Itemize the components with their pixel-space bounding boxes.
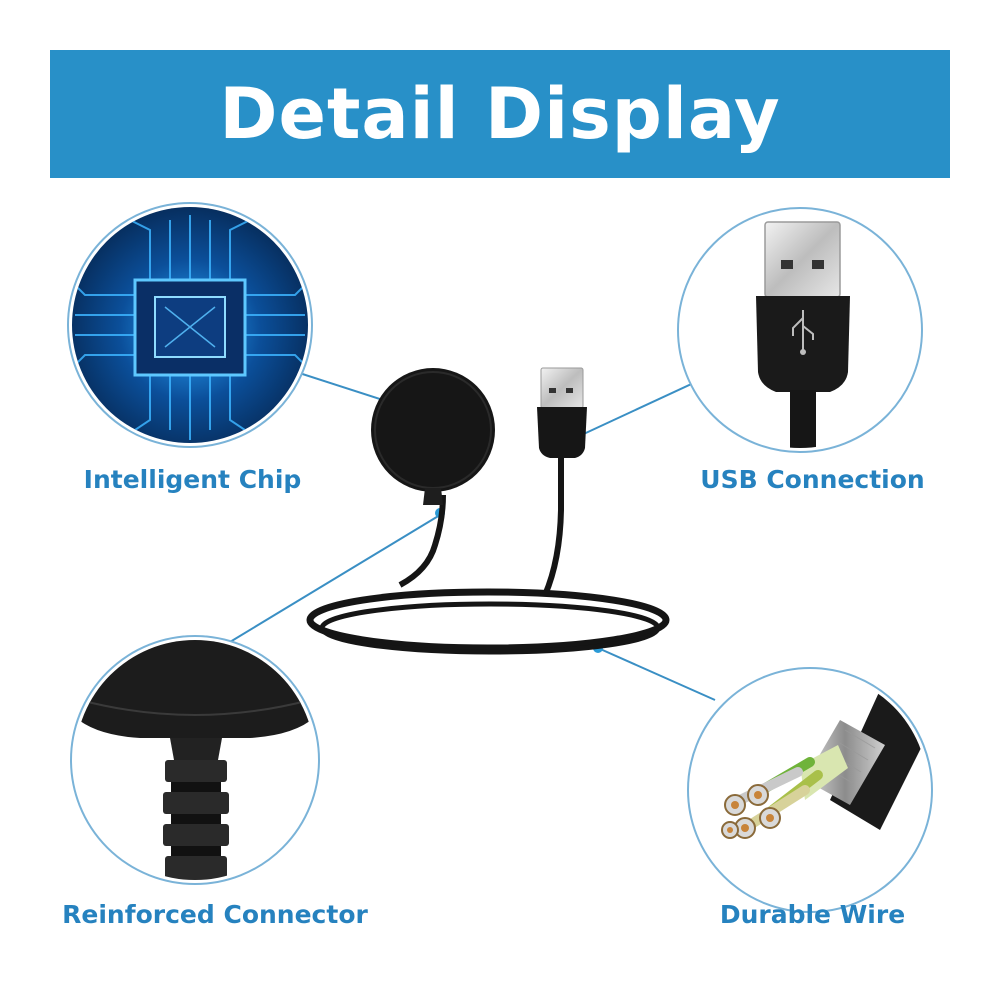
usb-plug-icon bbox=[677, 207, 923, 453]
page-title: Detail Display bbox=[219, 73, 781, 155]
label-usb-connection: USB Connection bbox=[700, 465, 925, 494]
charging-puck bbox=[371, 368, 495, 492]
cable-coil bbox=[306, 588, 670, 652]
header-banner: Detail Display bbox=[50, 50, 950, 178]
callout-line-wire bbox=[597, 647, 716, 701]
label-reinforced-connector: Reinforced Connector bbox=[62, 900, 368, 929]
circuit-chip-icon bbox=[67, 202, 313, 448]
label-intelligent-chip: Intelligent Chip bbox=[83, 465, 302, 494]
usb-plug-head bbox=[540, 367, 584, 409]
usb-plug-body bbox=[537, 407, 587, 458]
callout-line-connector bbox=[224, 514, 441, 646]
puck-cable bbox=[398, 494, 446, 588]
label-durable-wire: Durable Wire bbox=[719, 900, 906, 929]
connector-strain-relief-icon bbox=[70, 635, 320, 885]
callout-line-usb bbox=[574, 379, 701, 439]
cable-cores-icon bbox=[687, 667, 933, 913]
charger-product bbox=[306, 367, 670, 655]
usb-cable bbox=[542, 450, 564, 597]
